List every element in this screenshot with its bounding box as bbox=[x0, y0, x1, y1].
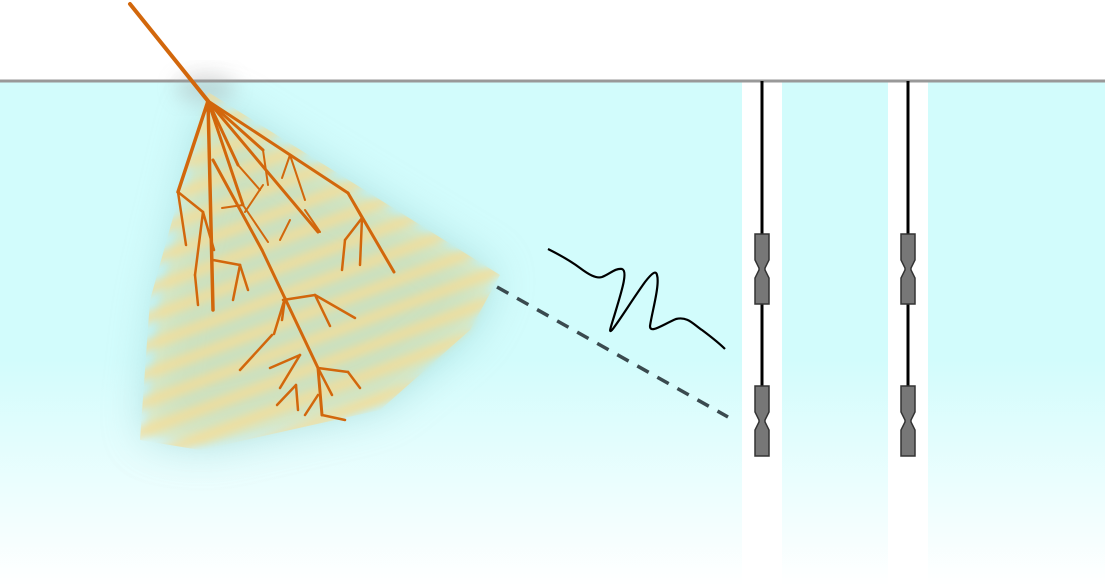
streamer-branch bbox=[346, 191, 364, 220]
streamer-branch bbox=[201, 210, 216, 252]
streamer-branch bbox=[206, 99, 240, 167]
streamer-branch bbox=[316, 366, 324, 417]
string-1 bbox=[754, 81, 770, 457]
streamer-branch bbox=[304, 209, 321, 233]
streamer-branch bbox=[272, 296, 287, 336]
waveform-icon bbox=[547, 248, 726, 350]
streamer-branch bbox=[238, 263, 250, 292]
streamer-branch bbox=[313, 293, 332, 328]
string-2 bbox=[900, 81, 916, 457]
cascade-band bbox=[120, 0, 520, 54]
streamer-branch bbox=[221, 204, 244, 209]
streamer-branch bbox=[343, 216, 364, 242]
streamer-branch bbox=[238, 333, 274, 372]
sensor-module-icon bbox=[754, 233, 770, 305]
streamer-branch bbox=[313, 293, 357, 320]
streamer-branch bbox=[320, 413, 347, 422]
streamer-branch bbox=[268, 353, 302, 370]
cascade-band bbox=[120, 0, 520, 82]
sensor-strings bbox=[754, 81, 916, 457]
streamer-branch bbox=[206, 99, 350, 195]
streamer-branch bbox=[281, 154, 291, 179]
streamer-branch bbox=[281, 293, 317, 302]
streamer-branch bbox=[242, 204, 269, 243]
streamer-branch bbox=[237, 164, 261, 191]
cascade-band bbox=[140, 228, 500, 390]
streamer-branch bbox=[303, 393, 320, 417]
streamer-branch bbox=[358, 216, 364, 267]
streamer-branch bbox=[176, 99, 210, 194]
cascade-band bbox=[140, 284, 500, 446]
streamer-branch bbox=[206, 99, 215, 312]
lightning-streamer-icon bbox=[128, 2, 396, 422]
sensor-module-icon bbox=[900, 233, 916, 305]
cascade-band bbox=[140, 200, 500, 362]
streamer-branch bbox=[262, 149, 269, 186]
sensor-module-icon bbox=[900, 385, 916, 457]
streamer-branch bbox=[278, 353, 302, 390]
streamer-branch bbox=[294, 383, 300, 412]
streamer-branch bbox=[260, 248, 320, 370]
streamer-branch bbox=[231, 263, 242, 302]
streamer-branch bbox=[176, 190, 205, 214]
streamer-branch bbox=[316, 366, 350, 374]
streamer-branch bbox=[316, 366, 334, 397]
streamer-branch bbox=[346, 370, 362, 390]
streamer-branch bbox=[193, 273, 200, 307]
streamer-branch bbox=[211, 258, 242, 267]
streamer-branch bbox=[193, 210, 205, 277]
streamer-branch bbox=[275, 383, 298, 407]
streamer-branch bbox=[206, 99, 245, 207]
cascade-band bbox=[140, 256, 500, 418]
streamer-branch bbox=[289, 154, 306, 201]
streamer-branch bbox=[206, 99, 265, 152]
streamer-branch bbox=[340, 238, 347, 272]
streamer-branch bbox=[128, 2, 210, 103]
streamer-branch bbox=[206, 99, 320, 234]
streamer-branch bbox=[279, 219, 291, 241]
streamer-branch bbox=[176, 190, 188, 247]
sensor-module-icon bbox=[754, 385, 770, 457]
